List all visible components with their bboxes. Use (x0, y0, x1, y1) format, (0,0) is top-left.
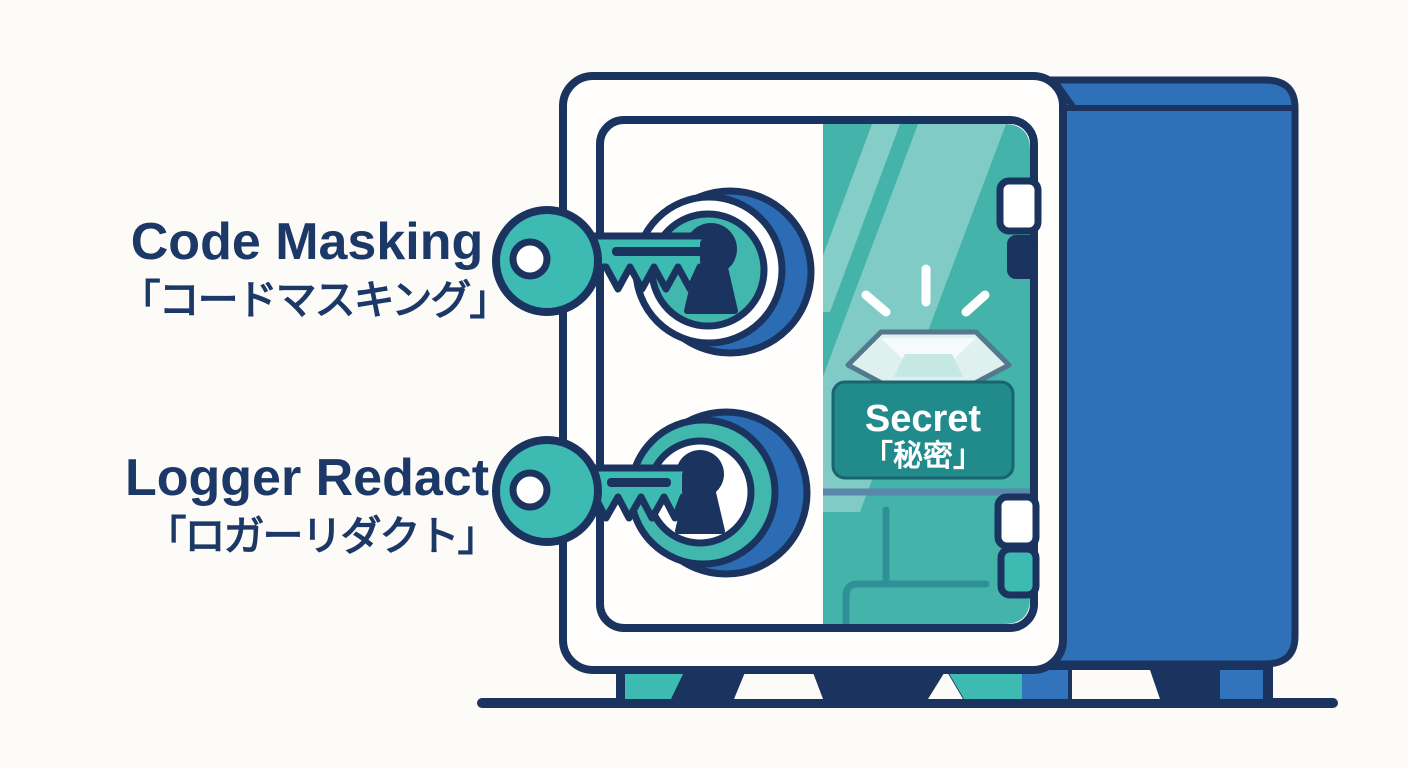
label-logger-redact-ja: 「ロガーリダクト」 (145, 513, 499, 559)
glass-reflection-wide (823, 124, 1006, 512)
label-code-masking-ja: 「コードマスキング」 (119, 277, 511, 323)
glass-reflection-narrow (823, 124, 900, 312)
key-top-icon (492, 206, 733, 316)
hinge-top-icon (996, 177, 1042, 279)
glass-inner-panel-line (842, 580, 990, 624)
sparkle-icon (861, 264, 990, 317)
secret-plaque: Secret 「秘密」 (831, 380, 1015, 480)
secret-label-en: Secret (865, 398, 982, 440)
label-code-masking-en: Code Masking (130, 213, 484, 271)
hinge-bottom-icon (994, 493, 1040, 599)
safe-side-panel (1046, 76, 1299, 668)
ground-line (477, 698, 1338, 708)
label-logger-redact-en: Logger Redact (124, 449, 490, 507)
secret-label-ja: 「秘密」 (863, 439, 983, 473)
key-bottom-icon (492, 436, 714, 546)
label-logger-redact: Logger Redact 「ロガーリダクト」 (77, 452, 537, 557)
label-code-masking: Code Masking 「コードマスキング」 (77, 216, 537, 321)
